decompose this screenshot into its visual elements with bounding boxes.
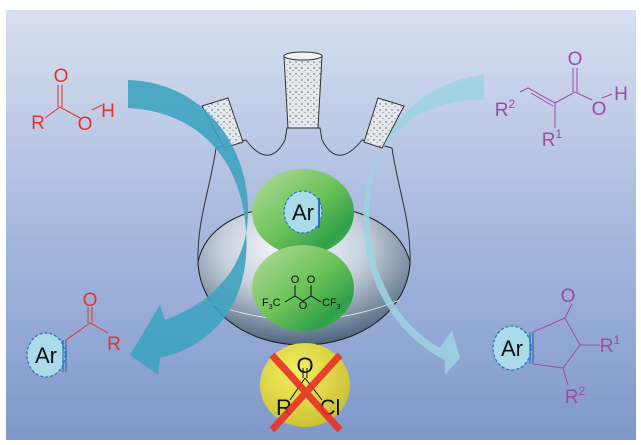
unsaturated-acid xyxy=(519,68,613,128)
svg-text:CF3: CF3 xyxy=(322,297,341,311)
svg-text:O: O xyxy=(83,290,98,311)
svg-text:R: R xyxy=(31,113,45,134)
excluded-acyl-chloride: O R Cl xyxy=(260,343,350,433)
svg-text:Ar: Ar xyxy=(501,336,523,361)
carboxylic-acid xyxy=(44,85,103,119)
svg-text:R1: R1 xyxy=(542,127,563,151)
svg-text:H: H xyxy=(101,101,115,122)
svg-text:O: O xyxy=(561,286,576,307)
svg-text:R1: R1 xyxy=(600,333,621,357)
right-neck-stopper xyxy=(363,97,405,149)
svg-text:O: O xyxy=(307,274,316,286)
center-neck-stopper xyxy=(283,55,323,129)
arene-label: Ar xyxy=(292,200,314,225)
svg-text:O: O xyxy=(568,49,583,70)
left-arrow xyxy=(128,80,249,375)
svg-text:R2: R2 xyxy=(565,384,586,408)
arene-reagent: Ar xyxy=(252,169,354,255)
indanone xyxy=(492,303,600,386)
aryl-ketone xyxy=(26,307,109,378)
svg-text:H: H xyxy=(614,84,628,105)
svg-text:O: O xyxy=(291,274,300,286)
svg-text:O: O xyxy=(78,114,93,135)
svg-text:O: O xyxy=(296,353,313,378)
svg-text:O: O xyxy=(592,99,607,120)
svg-text:F3C: F3C xyxy=(262,297,281,311)
svg-text:O: O xyxy=(54,66,69,87)
svg-text:O: O xyxy=(299,300,308,312)
svg-text:R: R xyxy=(107,334,121,355)
svg-text:Ar: Ar xyxy=(35,343,57,368)
cross-mark-icon xyxy=(269,352,343,433)
svg-text:R2: R2 xyxy=(495,97,516,121)
tfaa-reagent: O O O F3C CF3 xyxy=(252,245,354,331)
